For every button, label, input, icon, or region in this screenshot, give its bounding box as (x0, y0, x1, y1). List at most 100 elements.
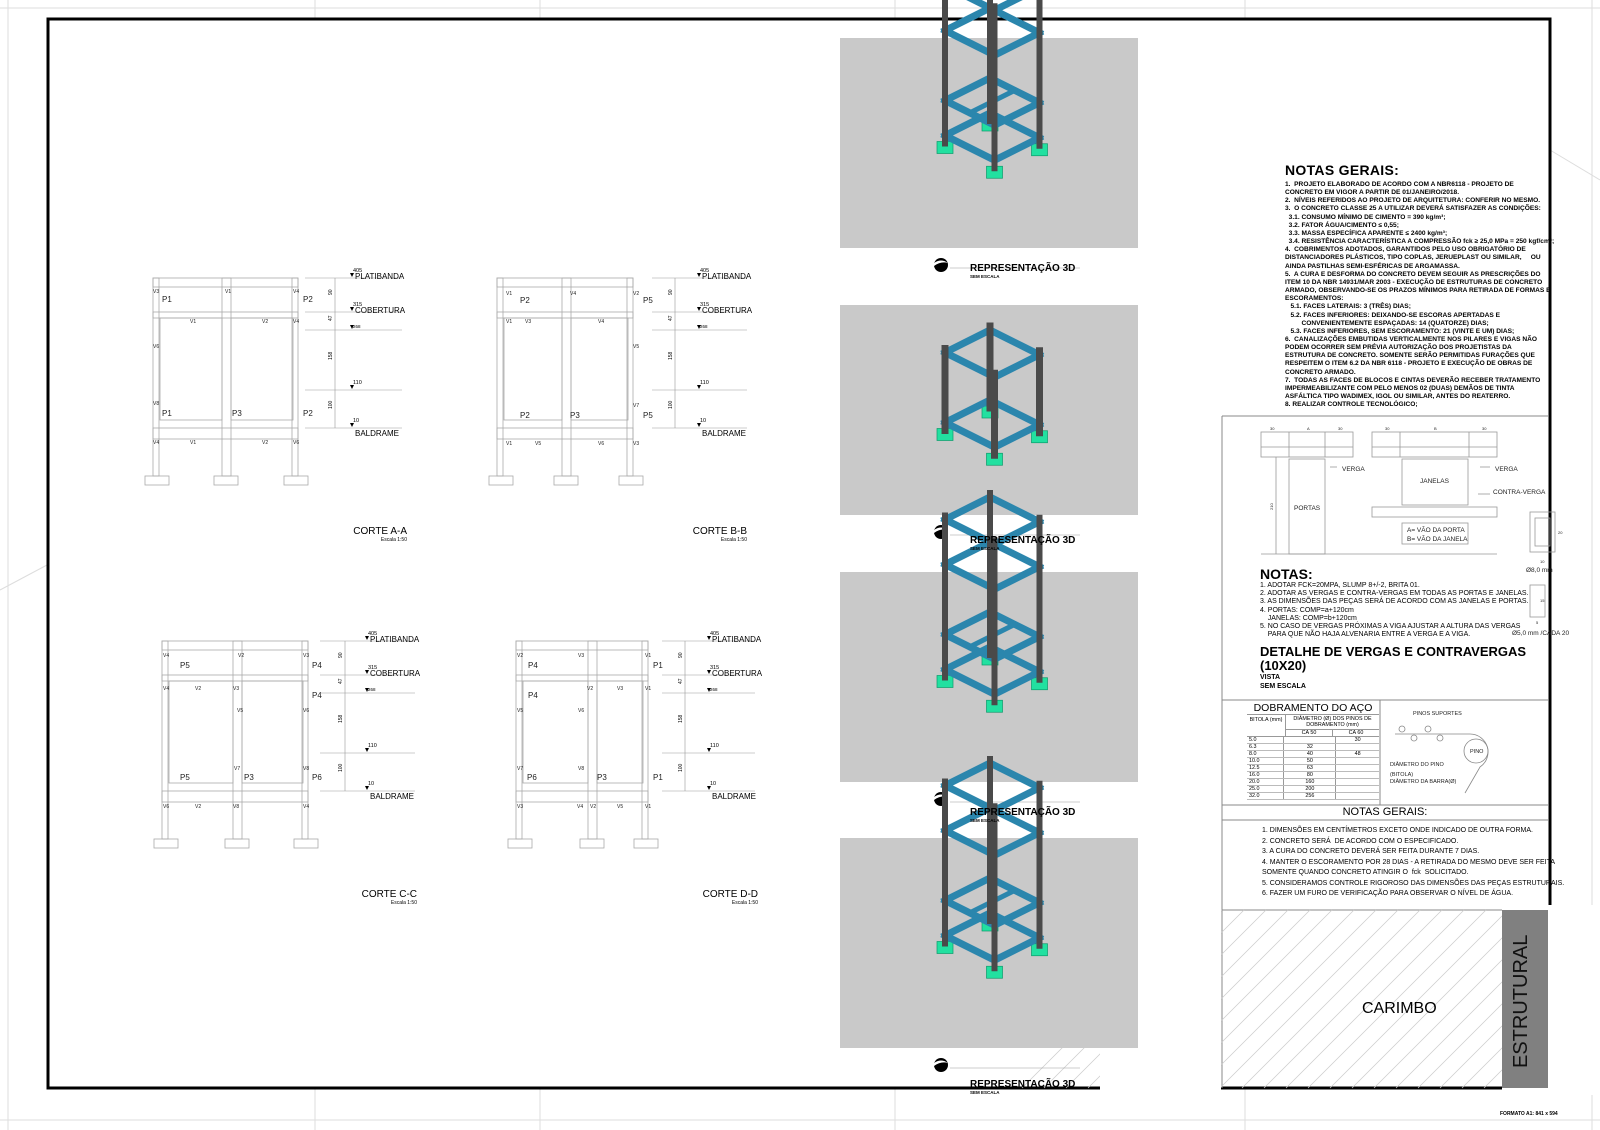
level-marker-icon (707, 636, 711, 640)
beam (161, 674, 309, 682)
note-line: IMPERMEABILIZANTE COM PELO MENOS 02 (DUA… (1285, 384, 1515, 392)
beam-label: V6 (598, 441, 604, 447)
beam-label: V5 (517, 708, 523, 714)
beam (989, 783, 1045, 815)
render-title: REPRESENTAÇÃO 3D (970, 263, 1076, 274)
beam-label: V5 (633, 344, 639, 350)
level-marker-icon (365, 636, 369, 640)
beam (940, 130, 1000, 165)
level-marker-icon (365, 688, 369, 692)
col-bitola: BITOLA (mm) (1247, 715, 1286, 736)
render-subtitle: SEM ESCALA (970, 818, 1000, 823)
level-marker-icon (350, 325, 354, 329)
contra-verga (1371, 506, 1498, 518)
beam (161, 790, 309, 803)
beam-label: V8 (578, 766, 584, 772)
level-value: 405 (368, 631, 377, 637)
level-value: 315 (353, 302, 362, 308)
dimension-value: 90 (668, 289, 674, 295)
level-marker-icon (707, 688, 711, 692)
section-drawing-4 (507, 640, 659, 849)
level-marker-icon (350, 307, 354, 311)
note-line: 1. DIMENSÕES EM CENTÍMETROS EXCETO ONDE … (1262, 827, 1533, 834)
dimension-value: 210 (1269, 503, 1274, 510)
beam-label: V7 (633, 403, 639, 409)
render-subtitle: SEM ESCALA (970, 1090, 1000, 1095)
dimension-value: 100 (328, 400, 334, 409)
pillar-label: P3 (232, 409, 242, 418)
contra-verga-label: CONTRA-VERGA (1493, 489, 1546, 496)
dimension-value: 10 (1540, 559, 1545, 564)
level-marker-icon (365, 786, 369, 790)
general-notes-2-list: 1. DIMENSÕES EM CENTÍMETROS EXCETO ONDE … (1262, 826, 1564, 900)
logo-icon-swoosh (934, 1060, 948, 1066)
beam-label: V1 (506, 319, 512, 325)
footing (224, 838, 250, 849)
hatch-line (1241, 909, 1421, 1089)
hatch-line (1329, 909, 1509, 1089)
render-title: REPRESENTAÇÃO 3D (970, 535, 1076, 546)
hatch-line (1219, 909, 1399, 1089)
beam-label: V2 (633, 291, 639, 297)
pillar-label: P2 (520, 411, 530, 420)
support-pin (1398, 725, 1406, 733)
wall-panel (503, 317, 563, 421)
dimension-value: 30 (1338, 426, 1343, 431)
note-line: SOMENTE QUANDO CONCRETO ATINGIR O fck SO… (1262, 869, 1469, 876)
level-marker-icon (707, 748, 711, 752)
level-value: 110 (353, 380, 362, 386)
beam (152, 277, 299, 288)
pillar-label: P4 (312, 661, 322, 670)
beam-label: V2 (517, 653, 523, 659)
stirrup (1534, 517, 1551, 547)
level-name: PLATIBANDA (712, 635, 762, 644)
dimension-value: 47 (328, 315, 334, 321)
beam-label: V2 (195, 686, 201, 692)
renders-layer (840, 0, 1138, 1072)
structure-3d-model (936, 490, 1048, 713)
beam (940, 559, 1000, 594)
pillar-label: P4 (528, 691, 538, 700)
note-line: ARMADO, OBSERVANDO-SE OS PRAZOS MÍNIMOS … (1285, 287, 1551, 295)
beam-label: V6 (163, 804, 169, 810)
pin-circle (1463, 738, 1489, 764)
beam (989, 933, 1045, 965)
structure-3d-model (936, 0, 1048, 179)
level-value: 10 (353, 418, 359, 424)
level-marker-icon (350, 273, 354, 277)
section-scale: Escala 1:50 (390, 900, 417, 906)
beam (940, 347, 1000, 382)
legend-box (1401, 522, 1469, 545)
level-value: 315 (700, 302, 709, 308)
level-value: 405 (710, 631, 719, 637)
window-lintel (1371, 431, 1498, 458)
beam-label: V8 (153, 401, 159, 407)
note-line: 3.3. MASSA ESPECÍFICA APARENTE ≤ 2400 kg… (1285, 229, 1448, 237)
table-cell: 30 (1335, 737, 1379, 744)
beam (985, 108, 1045, 143)
note-line: 4. MANTER O ESCORAMENTO POR 28 DIAS - A … (1262, 858, 1556, 866)
note-line: CONCRETO ARMADO. (1285, 368, 1356, 376)
pillar-label: P5 (643, 411, 653, 420)
dimension-value: 90 (678, 652, 684, 658)
beam-label: V5 (617, 804, 623, 810)
pillar-label: P5 (643, 296, 653, 305)
table-cell (1335, 792, 1379, 800)
level-name: PLATIBANDA (370, 635, 420, 644)
render-caption: REPRESENTAÇÃO 3D SEM ESCALA (970, 263, 1075, 279)
section-drawing-3 (153, 640, 319, 849)
table-cell (1335, 771, 1379, 779)
table-cell: 12.5 (1247, 764, 1285, 772)
pillar-label: P6 (312, 773, 322, 782)
table-cell: 32 (1283, 743, 1337, 751)
beam-label: V1 (645, 804, 651, 810)
note-line: CONVENIENTEMENTE ESPAÇADAS: 14 (QUATORZE… (1285, 319, 1489, 327)
beam (940, 3, 995, 36)
note-line: 4. PORTAS: COMP=a+120cm (1260, 606, 1354, 614)
level-value: 110 (700, 380, 709, 386)
beam-label: V4 (293, 289, 299, 295)
beam (989, 98, 1045, 130)
